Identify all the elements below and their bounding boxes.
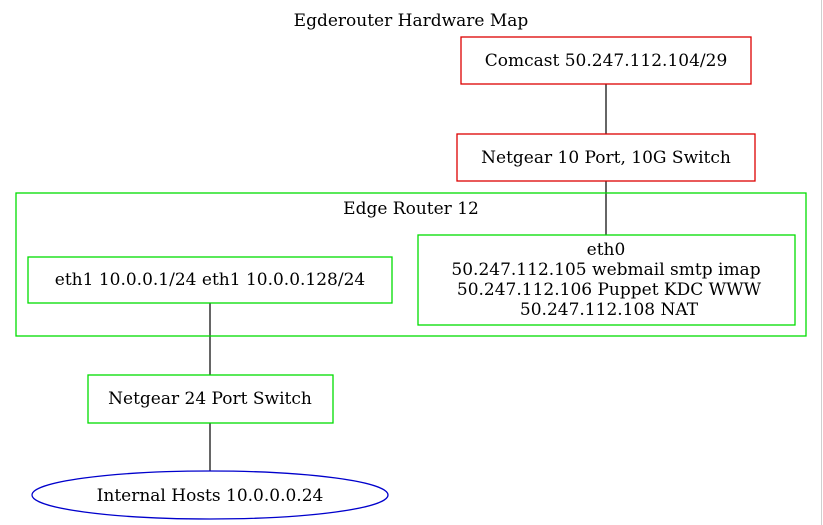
eth0-node-line-4: 50.247.112.108 NAT (520, 300, 699, 320)
netgear-24-port-switch-node-box (87, 374, 334, 424)
eth1-node[interactable]: eth1 10.0.0.1/24 eth1 10.0.0.128/24 (27, 256, 393, 304)
internal-hosts-node-ellipse (31, 470, 389, 520)
netgear-24-port-switch-node-label: Netgear 24 Port Switch (108, 389, 312, 409)
eth0-node-line-3: 50.247.112.106 Puppet KDC WWW (457, 280, 762, 300)
diagram-title: Egderouter Hardware Map (294, 11, 529, 31)
comcast-node-box (460, 36, 752, 85)
internal-hosts-node[interactable]: Internal Hosts 10.0.0.0.24 (31, 470, 389, 520)
internal-hosts-node-label: Internal Hosts 10.0.0.0.24 (97, 486, 324, 506)
eth1-node-label: eth1 10.0.0.1/24 eth1 10.0.0.128/24 (55, 270, 365, 290)
edge-router-cluster: Edge Router 12 (15, 192, 807, 337)
eth0-node[interactable]: eth0 50.247.112.105 webmail smtp imap 50… (417, 234, 796, 326)
netgear-10g-switch-node-label: Netgear 10 Port, 10G Switch (481, 148, 731, 168)
netgear-24-port-switch-node[interactable]: Netgear 24 Port Switch (87, 374, 334, 424)
eth1-node-box (27, 256, 393, 304)
eth0-node-line-1: eth0 (587, 240, 626, 260)
comcast-node[interactable]: Comcast 50.247.112.104/29 (460, 36, 752, 85)
eth0-node-line-2: 50.247.112.105 webmail smtp imap (451, 260, 760, 280)
eth0-node-box (417, 234, 796, 326)
netgear-10g-switch-node[interactable]: Netgear 10 Port, 10G Switch (456, 133, 756, 182)
edge-router-cluster-label: Edge Router 12 (343, 199, 479, 219)
edge-router-cluster-border (15, 192, 807, 337)
comcast-node-label: Comcast 50.247.112.104/29 (485, 51, 728, 71)
netgear-10g-switch-node-box (456, 133, 756, 182)
